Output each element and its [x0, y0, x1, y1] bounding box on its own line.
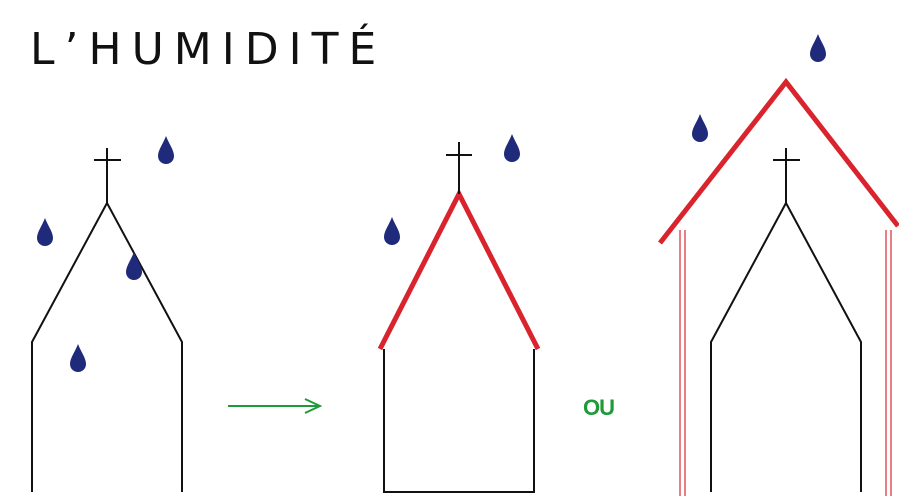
- shelter-roof: [658, 77, 899, 245]
- water-drop-icon: [692, 114, 708, 142]
- protective-roof: [377, 188, 541, 351]
- water-drop-icon: [158, 136, 174, 164]
- water-drop-icon: [810, 34, 826, 62]
- water-drop-icon: [70, 344, 86, 372]
- water-drop-icon: [126, 252, 142, 280]
- church-sheltered: [658, 34, 899, 496]
- church-sheltered-outline: [710, 200, 862, 492]
- cross-icon: [773, 148, 800, 203]
- arrow-right-icon: [228, 398, 323, 414]
- water-drop-icon: [384, 217, 400, 245]
- shelter-left-post: [679, 230, 686, 496]
- diagram-title: L’HUMIDITÉ: [30, 24, 387, 75]
- water-drop-icon: [37, 218, 53, 246]
- cross-icon: [446, 142, 472, 194]
- church-exposed-outline: [31, 200, 183, 492]
- church-exposed: [31, 136, 183, 492]
- shelter-right-post: [885, 230, 892, 496]
- connector-or-label: OU: [583, 395, 615, 420]
- cross-icon: [94, 148, 121, 203]
- water-drop-icon: [504, 134, 520, 162]
- church-roof-protected: [377, 134, 541, 493]
- church-roofed-walls: [383, 349, 535, 493]
